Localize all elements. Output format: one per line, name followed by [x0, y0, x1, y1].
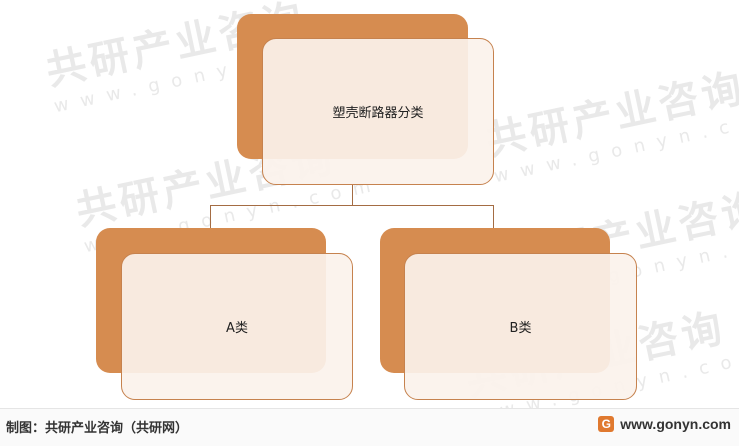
child-node-b-label: B类 [509, 321, 532, 336]
brand: G www.gonyn.com [598, 416, 731, 432]
connector-vertical-right [493, 205, 494, 229]
connector-vertical-root [352, 184, 353, 206]
connector-vertical-left [210, 205, 211, 229]
child-node-a-label: A类 [226, 321, 248, 336]
footer-bar [0, 408, 739, 446]
connector-horizontal [210, 205, 493, 206]
child-node-b: B类 [404, 253, 637, 400]
brand-url: www.gonyn.com [620, 416, 731, 432]
child-node-a: A类 [121, 253, 353, 400]
watermark-url: www.gonyn.com [492, 103, 739, 188]
root-node: 塑壳断路器分类 [262, 38, 494, 185]
watermark: 共研产业咨询 www.gonyn.com [480, 47, 739, 188]
watermark-text: 共研产业咨询 [482, 64, 739, 165]
chart-credit: 制图：共研产业咨询（共研网） [6, 421, 189, 436]
logo-icon: G [598, 416, 615, 432]
root-node-label: 塑壳断路器分类 [332, 106, 424, 121]
